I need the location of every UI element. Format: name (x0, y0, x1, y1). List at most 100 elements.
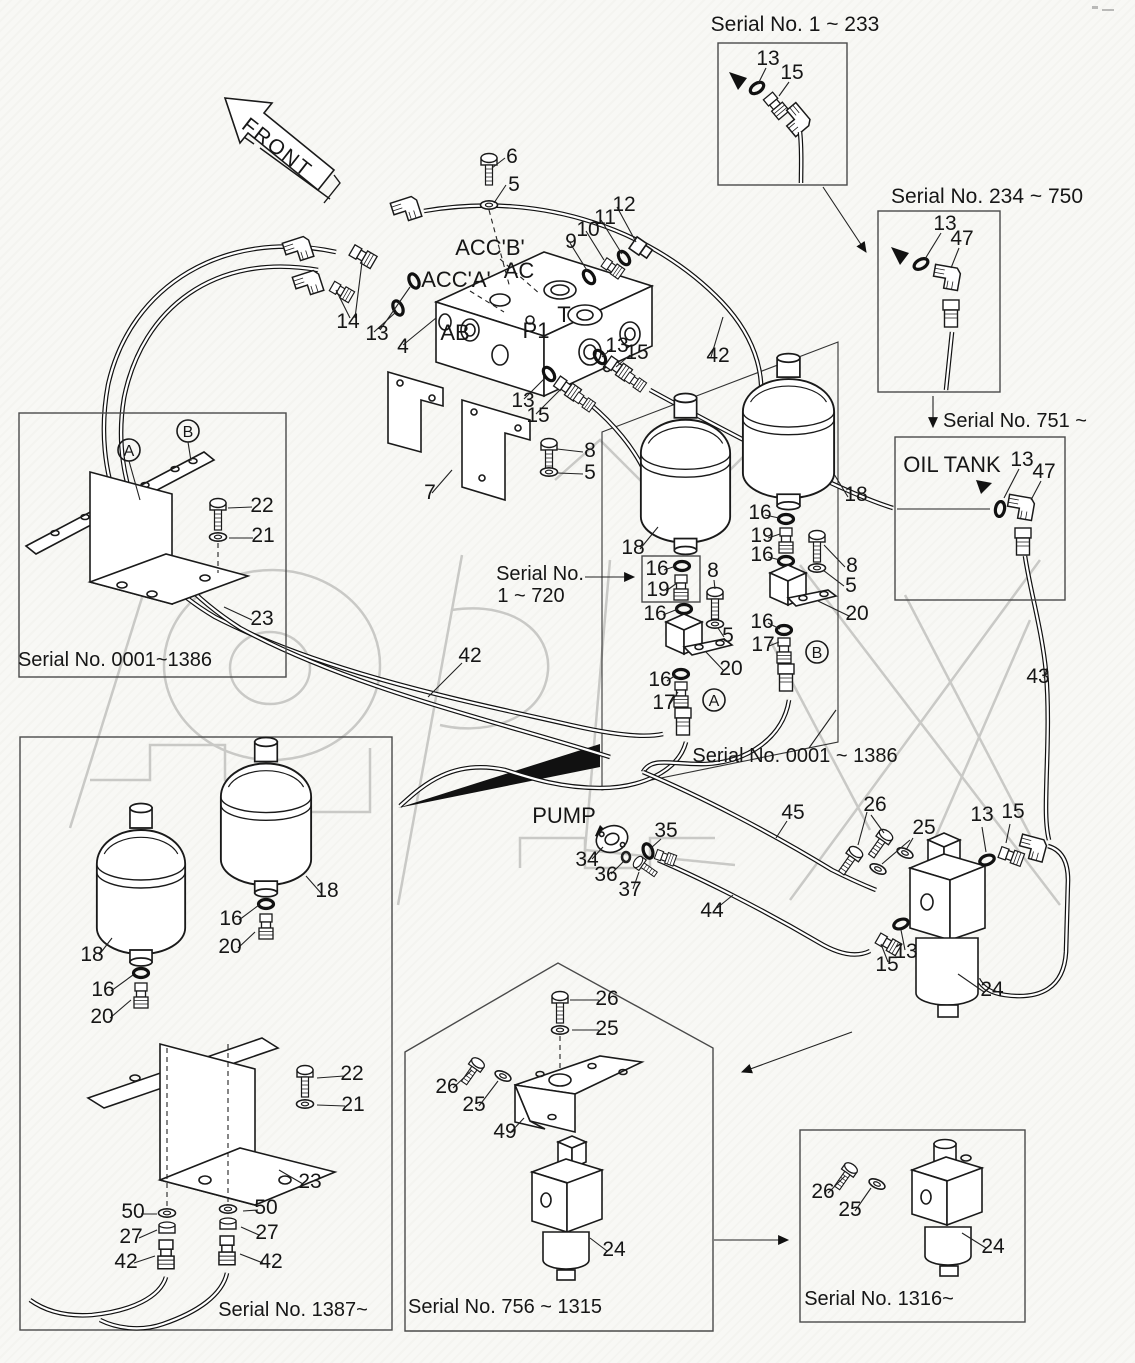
serial-label: 1 ~ 720 (497, 585, 564, 607)
serial-label: Serial No. 756 ~ 1315 (408, 1296, 602, 1318)
serial-label: Serial No. 0001 ~ 1386 (692, 745, 897, 767)
part-callout: 15 (780, 61, 803, 84)
part-callout: 49 (493, 1120, 516, 1143)
part-callout: 23 (298, 1170, 321, 1193)
part-callout: 42 (706, 344, 729, 367)
part-callout: 15 (625, 341, 648, 364)
fitting-chain-b (768, 512, 838, 692)
part-callout: 12 (612, 193, 635, 216)
part-callout: 19 (750, 524, 773, 547)
part-callout: 20 (90, 1005, 113, 1028)
box3-content (897, 480, 1036, 556)
part-callout: 5 (845, 574, 857, 597)
box6-content (830, 1138, 985, 1277)
part-callout: 27 (119, 1225, 142, 1248)
part-callout: 24 (980, 978, 1004, 1001)
position-letter: A (709, 693, 720, 710)
part-callout: 6 (506, 145, 518, 168)
port-label: ACC'B' (455, 235, 525, 260)
box-serial-756-1315 (404, 962, 714, 1332)
part-callout: 9 (565, 230, 577, 253)
part-callout: 18 (621, 536, 644, 559)
part-callout: 43 (1026, 665, 1049, 688)
part-callout: 13 (365, 322, 388, 345)
pump-flange (595, 824, 629, 854)
part-callout: 25 (462, 1093, 485, 1116)
part-callout: 42 (259, 1250, 282, 1273)
box2-content (891, 247, 962, 391)
part-callout: 18 (315, 879, 338, 902)
valve-block (433, 251, 655, 398)
part-callout: 20 (845, 602, 868, 625)
box-serial-1387 (19, 736, 393, 1331)
part-callout: 17 (652, 691, 675, 714)
part-callout: 8 (584, 439, 596, 462)
part-callout: 37 (618, 878, 641, 901)
part-callout: 44 (700, 899, 724, 922)
serial-label: Serial No. (496, 563, 584, 585)
leader-lines (98, 67, 1048, 1264)
part-callout: 11 (594, 206, 616, 229)
part-callout: 26 (811, 1180, 834, 1203)
part-callout: 18 (844, 483, 867, 506)
box-serial-0001-1386 (18, 412, 287, 678)
part-callout: 42 (114, 1250, 137, 1273)
box4-content (28, 736, 338, 1331)
port-label: AC (504, 258, 535, 283)
serial-label: Serial No. 1 ~ 233 (711, 13, 880, 36)
part-callout: 13 (894, 940, 917, 963)
part-callout: 21 (251, 524, 274, 547)
part-callout: 25 (595, 1017, 618, 1040)
part-callout: 17 (751, 633, 774, 656)
part-callout: 21 (341, 1093, 364, 1116)
part-callout: 15 (526, 404, 549, 427)
part-callout: 15 (1001, 800, 1024, 823)
part-callout: 50 (254, 1196, 277, 1219)
part-callout: 16 (750, 543, 773, 566)
part-callout: 36 (594, 863, 617, 886)
part-callout: 23 (250, 607, 273, 630)
pump-area (595, 824, 678, 881)
filter-assembly-main (834, 826, 1049, 1018)
part-callout: 24 (981, 1235, 1005, 1258)
part-callout: 10 (576, 218, 599, 241)
position-letter: A (124, 443, 135, 460)
part-callout: 26 (863, 793, 886, 816)
serial-label: Serial No. 1316~ (804, 1288, 954, 1310)
box1-content (729, 72, 814, 184)
detail-wedge (398, 744, 600, 808)
part-callout: 25 (838, 1198, 861, 1221)
valve-block-fittings (281, 152, 654, 413)
part-callout: 26 (435, 1075, 458, 1098)
pump-label: PUMP (532, 803, 596, 828)
part-callout: 4 (397, 335, 409, 358)
position-letter: B (183, 424, 194, 441)
part-callout: 15 (875, 953, 898, 976)
part-callout: 27 (255, 1221, 278, 1244)
part-callout: 14 (336, 310, 360, 333)
serial-label: Serial No. 1387~ (218, 1299, 368, 1321)
part-callout: 20 (719, 657, 742, 680)
accumulator (639, 352, 836, 556)
part-callout: 34 (575, 848, 599, 871)
part-callout: 13 (605, 334, 628, 357)
mount-brackets (387, 370, 559, 502)
part-callout: 47 (1032, 460, 1055, 483)
port-label: P1 (523, 318, 550, 343)
serial-label: Serial No. 751 ~ (943, 410, 1087, 432)
part-callout: 13 (756, 47, 779, 70)
part-callout: 13 (1010, 448, 1033, 471)
part-callout: 16 (643, 602, 666, 625)
part-callout: 5 (584, 461, 596, 484)
part-callout: 13 (970, 803, 993, 826)
box5-content (457, 990, 645, 1281)
part-callout: 5 (508, 173, 520, 196)
serial-label: Serial No. 234 ~ 750 (891, 185, 1083, 208)
front-arrow (223, 97, 341, 204)
part-callout: 25 (912, 816, 935, 839)
serial-label: Serial No. 0001~1386 (18, 649, 212, 671)
box-serial-751 (894, 436, 1066, 601)
